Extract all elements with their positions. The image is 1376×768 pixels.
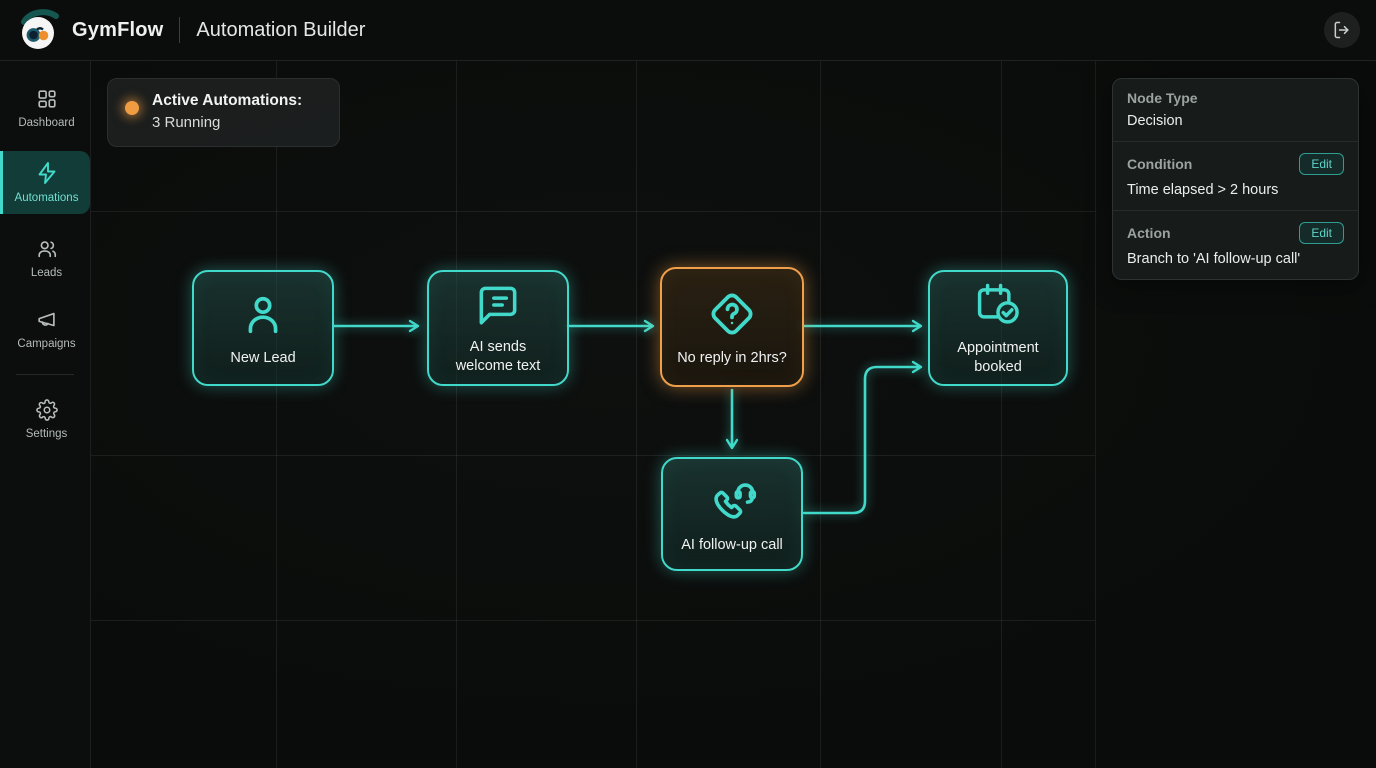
flow-canvas[interactable]: Active Automations: 3 Running New Lead — [91, 61, 1376, 768]
phone-headset-icon — [705, 474, 759, 528]
grid-line — [1001, 61, 1002, 768]
grid-line — [91, 455, 1095, 456]
node-label: No reply in 2hrs? — [677, 349, 787, 366]
gymflow-logo — [16, 7, 62, 53]
active-automations-card: Active Automations: 3 Running — [107, 78, 340, 147]
sidebar-nav: Dashboard Automations Leads Camp — [0, 61, 91, 768]
grid-line — [636, 61, 637, 768]
top-bar: GymFlow Automation Builder — [0, 0, 1376, 61]
inspector-action-row: Action Edit Branch to 'AI follow-up call… — [1113, 211, 1358, 279]
node-no-reply-decision[interactable]: No reply in 2hrs? — [660, 267, 804, 387]
action-value: Branch to 'AI follow-up call' — [1127, 251, 1301, 267]
grid-line — [276, 61, 277, 768]
sidebar-label-leads: Leads — [30, 267, 63, 279]
edit-condition-button[interactable]: Edit — [1299, 153, 1344, 175]
node-ai-welcome-text[interactable]: AI sends welcome text — [427, 270, 569, 386]
status-count: 3 Running — [152, 113, 221, 131]
node-label: AI follow-up call — [681, 536, 783, 553]
node-label: AI sends welcome text — [455, 339, 541, 374]
sidebar-item-automations[interactable]: Automations — [0, 151, 90, 214]
inspector-node-type-row: Node Type Decision — [1113, 79, 1358, 142]
edge-followup-appointment — [802, 360, 923, 515]
sidebar-label-settings: Settings — [25, 428, 68, 440]
node-appointment-booked[interactable]: Appointment booked — [928, 270, 1068, 386]
condition-label: Condition — [1127, 156, 1193, 172]
grid-line — [456, 61, 457, 768]
sidebar-label-dashboard: Dashboard — [18, 117, 75, 129]
inspector-condition-row: Condition Edit Time elapsed > 2 hours — [1113, 142, 1358, 211]
node-new-lead[interactable]: New Lead — [192, 270, 334, 386]
person-icon — [237, 289, 289, 341]
logout-icon — [1332, 20, 1352, 40]
sidebar-item-leads[interactable]: Leads — [0, 230, 90, 287]
people-icon — [36, 238, 58, 260]
grid-line — [91, 620, 1095, 621]
megaphone-icon — [36, 309, 58, 331]
grid-line — [1095, 61, 1096, 768]
status-dot — [125, 101, 139, 115]
grid-line — [91, 211, 1095, 212]
node-label: Appointment booked — [957, 340, 1039, 375]
sidebar-item-dashboard[interactable]: Dashboard — [0, 80, 90, 137]
node-type-label: Node Type — [1127, 90, 1198, 106]
node-label: New Lead — [230, 349, 296, 366]
brand-name: GymFlow — [72, 18, 164, 41]
flow-edges — [332, 319, 923, 515]
node-ai-follow-up-call[interactable]: AI follow-up call — [661, 457, 803, 571]
gear-icon — [35, 399, 58, 421]
question-diamond-icon — [705, 287, 759, 341]
sidebar-label-campaigns: Campaigns — [17, 338, 76, 350]
node-inspector-panel: Node Type Decision Condition Edit Time e… — [1112, 78, 1359, 280]
status-title: Active Automations: — [152, 92, 303, 109]
chat-bubble-icon — [473, 280, 523, 330]
lightning-icon — [35, 161, 59, 185]
edit-action-button[interactable]: Edit — [1299, 222, 1344, 244]
header-divider — [179, 17, 181, 43]
grid-line — [820, 61, 821, 768]
action-label: Action — [1127, 225, 1171, 241]
condition-value: Time elapsed > 2 hours — [1127, 182, 1279, 198]
calendar-check-icon — [972, 279, 1024, 331]
sidebar-item-settings[interactable]: Settings — [0, 391, 90, 448]
dashboard-icon — [36, 88, 58, 110]
sidebar-divider — [16, 374, 74, 375]
node-type-value: Decision — [1127, 113, 1183, 129]
sidebar-item-campaigns[interactable]: Campaigns — [0, 301, 90, 358]
sidebar-label-automations: Automations — [14, 192, 79, 204]
logout-button[interactable] — [1324, 12, 1360, 48]
page-title: Automation Builder — [196, 18, 366, 41]
